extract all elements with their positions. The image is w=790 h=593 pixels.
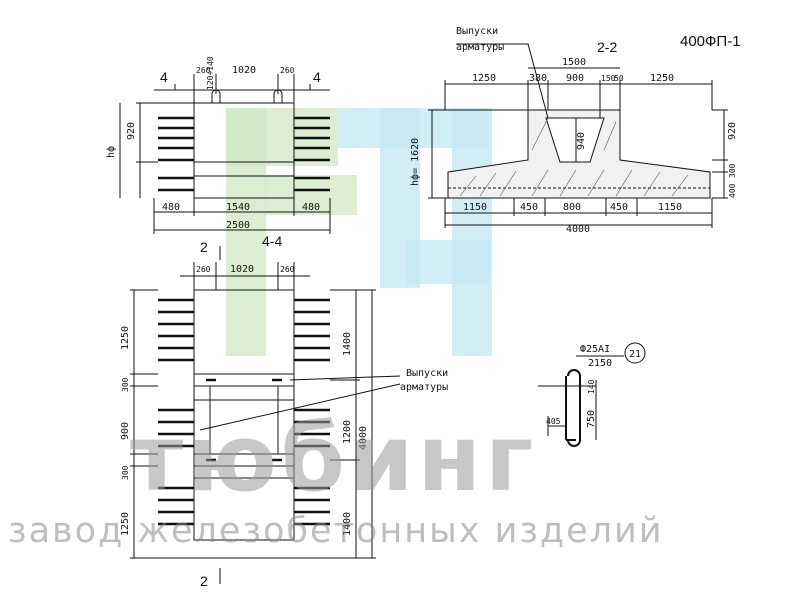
- elev-height-label: hф: [105, 146, 117, 158]
- s22-top-dim-1: 1250: [472, 73, 496, 84]
- plan-left-dim-2: 300: [121, 377, 130, 392]
- section-2-2-title: 2-2: [597, 39, 617, 55]
- sheet-code: 400ФП-1: [680, 33, 741, 50]
- detail-mark: 21: [629, 349, 641, 360]
- detail-dim-3: 750: [586, 410, 597, 428]
- plan-left-dim-3: 900: [120, 422, 131, 440]
- plan-top-dim-2: 1020: [230, 264, 254, 275]
- elevation-cut-right: 4: [313, 69, 321, 85]
- plan-cut-bottom: 2: [200, 573, 208, 589]
- plan-rebar-note-2: арматуры: [400, 382, 448, 393]
- detail-bar-spec: Ф25АI: [580, 344, 610, 355]
- section-2-2-overall-top: 1500: [562, 57, 586, 68]
- plan-top-dim-3: 260: [280, 265, 295, 274]
- watermark-subtitle: завод железобетонных изделий: [8, 511, 664, 551]
- plan-left-dim-1: 1250: [120, 326, 131, 350]
- elev-bottom-dim-3: 480: [302, 202, 320, 213]
- watermark-brand: тюбинг: [130, 405, 537, 512]
- s22-bottom-dim-5: 1150: [658, 202, 682, 213]
- s22-right-dim-1: 920: [727, 122, 738, 140]
- elevation-cut-left: 4: [160, 69, 168, 85]
- plan-cut-top: 2: [200, 239, 208, 255]
- elev-top-dim-2: 1020: [232, 65, 256, 76]
- s22-top-dim-5: 50: [614, 74, 624, 83]
- s22-overall-bottom: 4000: [566, 224, 590, 235]
- plan-top-dim-1: 260: [196, 265, 211, 274]
- s22-height-label: hф= 1620: [409, 138, 421, 186]
- s22-top-dim-6: 1250: [650, 73, 674, 84]
- elev-loop-note: 120÷140: [206, 56, 215, 90]
- s22-bottom-dim-2: 450: [520, 202, 538, 213]
- section-2-2-rebar-note-1: Выпуски: [456, 26, 498, 37]
- elev-side-dim: 920: [126, 122, 137, 140]
- elev-overall: 2500: [226, 220, 250, 231]
- detail-length: 2150: [588, 358, 612, 369]
- s22-bottom-dim-3: 800: [563, 202, 581, 213]
- plan-right-dim-2: 1200: [342, 420, 353, 444]
- s22-right-dim-3: 400: [728, 183, 737, 198]
- section-2-2-rebar-note-2: арматуры: [456, 42, 504, 53]
- elev-bottom-dim-2: 1540: [226, 202, 250, 213]
- watermark-logo: [226, 108, 492, 356]
- elev-bottom-dim-1: 480: [162, 202, 180, 213]
- plan-4-4: [130, 246, 401, 584]
- elevation-view: [119, 74, 331, 234]
- s22-top-dim-2: 380: [529, 73, 547, 84]
- elev-top-dim-3: 260: [280, 66, 295, 75]
- detail-dim-2: 405: [546, 417, 561, 426]
- plan-right-dim-1: 1400: [342, 332, 353, 356]
- s22-inner-height: 940: [576, 132, 587, 150]
- elev-top-dim-1: 260: [196, 66, 211, 75]
- detail-dim-1: 140: [587, 379, 596, 394]
- s22-right-dim-2: 300: [728, 163, 737, 178]
- s22-bottom-dim-4: 450: [610, 202, 628, 213]
- plan-overall: 4000: [358, 426, 369, 450]
- s22-bottom-dim-1: 1150: [463, 202, 487, 213]
- plan-right-dim-3: 1400: [342, 512, 353, 536]
- section-2-2: [428, 43, 728, 228]
- plan-rebar-note-1: Выпуски: [406, 368, 448, 379]
- plan-left-dim-4: 300: [121, 465, 130, 480]
- s22-top-dim-3: 900: [566, 73, 584, 84]
- rebar-detail: [538, 342, 646, 447]
- s22-top-dim-4: 150: [601, 74, 616, 83]
- plan-left-dim-5: 1250: [120, 512, 131, 536]
- plan-4-4-title: 4-4: [262, 233, 282, 249]
